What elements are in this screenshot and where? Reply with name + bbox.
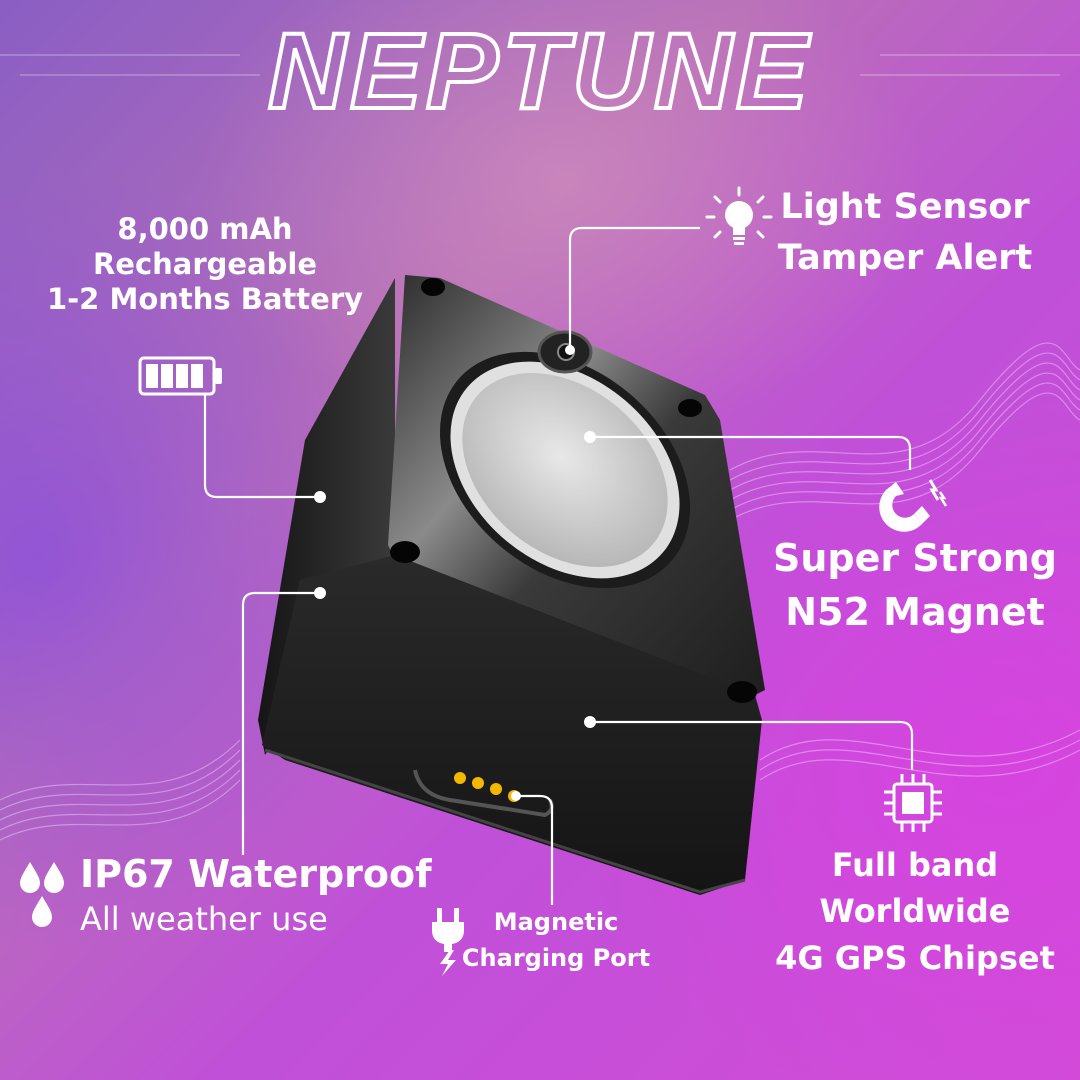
light-sensor-callout: Light Sensor Tamper Alert (775, 182, 1035, 284)
waterproof-subtitle: All weather use (80, 899, 328, 938)
battery-type: Rechargeable (92, 246, 318, 281)
battery-callout: 8,000 mAh Rechargeable 1-2 Months Batter… (40, 212, 370, 316)
chipset-line2: Worldwide (819, 892, 1011, 931)
waterproof-callout: IP67 Waterproof All weather use (80, 852, 432, 938)
brand-title: NEPTUNE (266, 10, 812, 120)
magnet-icon (879, 479, 948, 532)
waterproof-title: IP67 Waterproof (80, 852, 432, 896)
charging-title: Magnetic (493, 908, 619, 936)
device-image (258, 275, 765, 895)
magnet-subtitle: N52 Magnet (785, 589, 1045, 634)
battery-capacity: 8,000 mAh (117, 212, 293, 246)
magnet-callout: Super Strong N52 Magnet (770, 532, 1060, 640)
chipset-line3: 4G GPS Chipset (775, 938, 1055, 977)
charging-callout: Magnetic Charging Port (456, 904, 656, 976)
charging-subtitle: Charging Port (461, 944, 651, 972)
light-sensor-title: Light Sensor (780, 187, 1030, 227)
chipset-line1: Full band (831, 846, 999, 884)
plug-lightning-icon (432, 908, 464, 976)
magnet-title: Super Strong (773, 536, 1057, 580)
brand-title-text: NEPTUNE (268, 10, 812, 120)
light-sensor-subtitle: Tamper Alert (777, 237, 1033, 278)
battery-icon (138, 356, 222, 396)
light-bulb-icon (705, 186, 773, 245)
chipset-callout: Full band Worldwide 4G GPS Chipset (770, 842, 1060, 981)
battery-life: 1-2 Months Battery (46, 281, 364, 316)
water-drops-icon (20, 862, 64, 927)
chip-icon (884, 774, 942, 832)
